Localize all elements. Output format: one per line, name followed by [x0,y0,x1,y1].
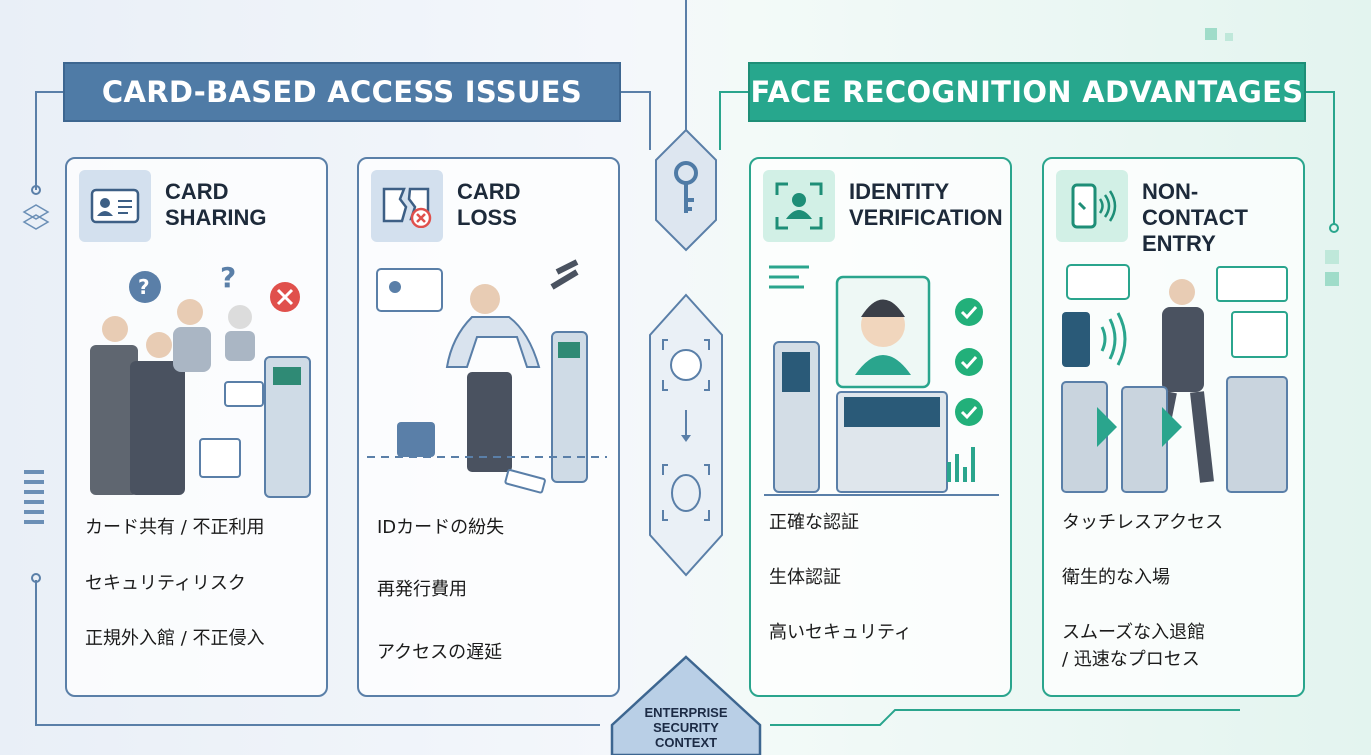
broken-card-icon [371,170,443,242]
face-advantages-header: FACE RECOGNITION ADVANTAGES [748,62,1306,122]
point-text: 再発行費用 [377,579,467,600]
key-icon [674,161,698,213]
card-issues-header: CARD-BASED ACCESS ISSUES [63,62,621,122]
point-text: 正規外入館 / 不正侵入 [85,628,265,649]
non-contact-entry-illustration [1061,264,1288,493]
svg-text:?: ? [220,261,236,294]
point-text: セキュリティリスク [85,573,246,594]
point-text: IDカードの紛失 [377,517,505,538]
point-text: スムーズな入退館 [1062,622,1206,643]
point-text: 生体認証 [769,567,841,588]
identity-verification-illustration [764,265,999,496]
point-text: 正確な認証 [769,512,859,533]
phone-nfc-icon [1056,170,1128,242]
svg-text:?: ? [138,275,150,299]
point-text: アクセスの遅延 [377,642,503,663]
point-text: カード共有 / 不正利用 [85,517,265,538]
point-text: / 迅速なプロセス [1062,649,1200,670]
point-text: 高いセキュリティ [769,622,912,643]
point-text: 衛生的な入場 [1062,567,1170,588]
face-icon [662,339,710,391]
center-connector [649,128,723,577]
face-outline-icon [662,464,710,521]
face-scan-icon [763,170,835,242]
card-loss-illustration [367,259,607,494]
point-text: タッチレスアクセス [1062,512,1224,533]
card-sharing-illustration: ? ? [90,261,311,498]
id-card-icon [79,170,151,242]
